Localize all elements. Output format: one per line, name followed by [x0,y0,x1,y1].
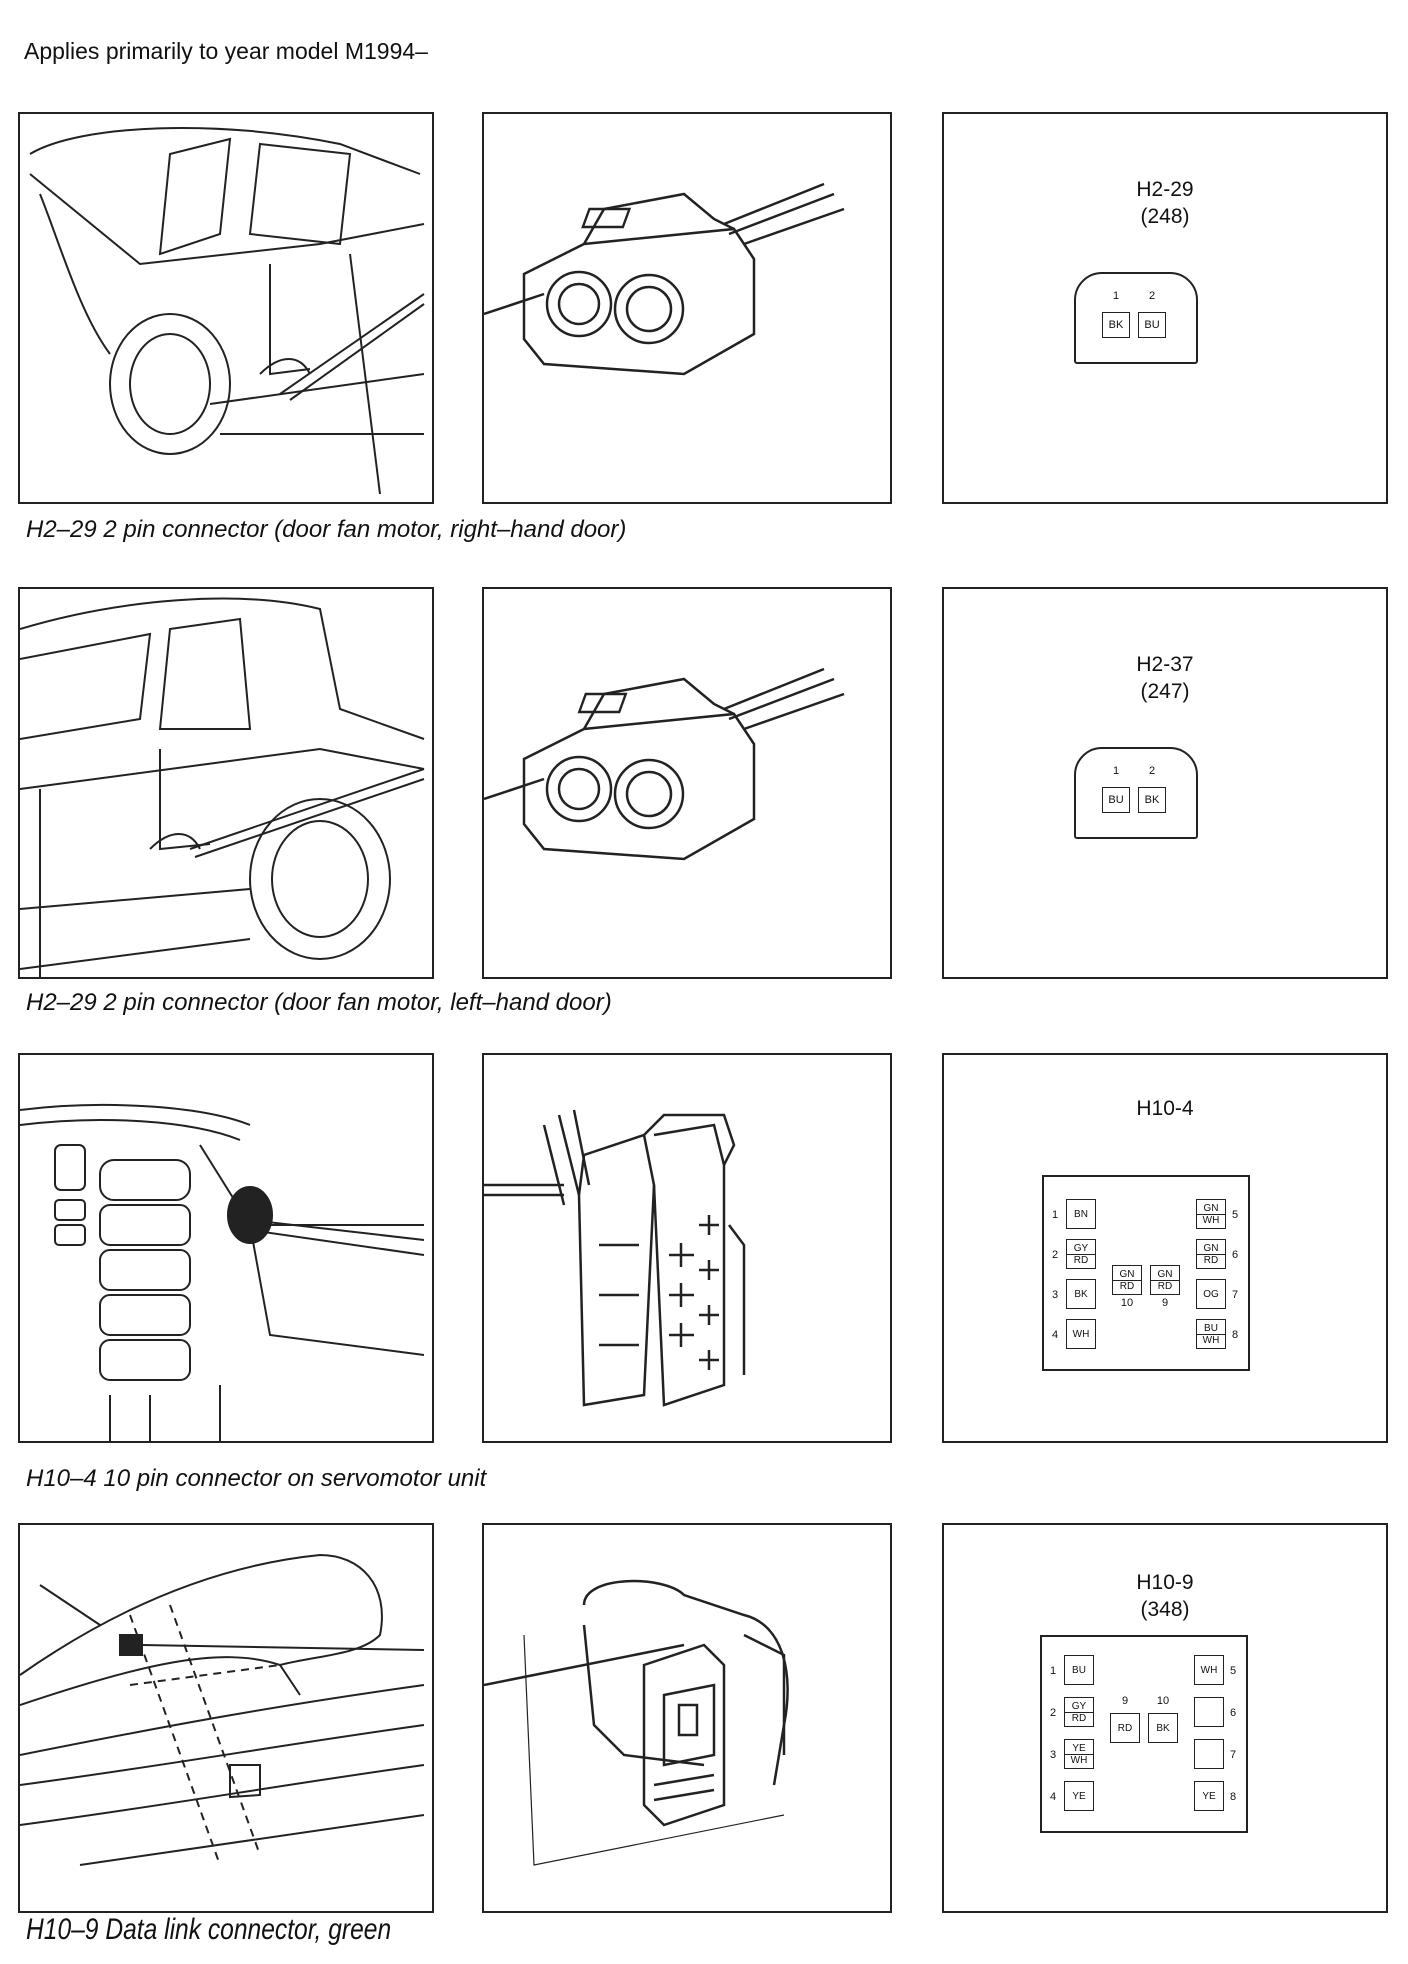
connector-code: (348) [1140,1598,1190,1621]
connector-illustration [482,1523,892,1913]
car-door-illustration [18,112,434,504]
pin-number: 5 [1229,1665,1237,1677]
pin-number: 1 [1112,290,1120,302]
pin-1: BK [1102,312,1130,338]
connector-face: 1 2 BU BK [1074,747,1198,839]
pin-number: 10 [1156,1695,1170,1707]
pin-number: 2 [1051,1249,1059,1261]
pin-number: 10 [1120,1297,1134,1309]
connector-code: (248) [1140,205,1190,228]
pin-2: BK [1138,787,1166,813]
pin-number: 9 [1161,1297,1169,1309]
pin-6 [1194,1697,1224,1727]
pin-2: BU [1138,312,1166,338]
section-caption: H10–9 Data link connector, green [26,1913,392,1946]
pin-number: 5 [1231,1209,1239,1221]
connector-illustration [482,1053,892,1443]
pin-8: YE [1194,1781,1224,1811]
pin-1: BU [1102,787,1130,813]
connector-face: 1 2 BK BU [1074,272,1198,364]
pin-number: 2 [1049,1707,1057,1719]
connector-id: H10-9 [1136,1571,1194,1594]
pin-7: OG [1196,1279,1226,1309]
pin-1: BU [1064,1655,1094,1685]
pin-number: 3 [1051,1289,1059,1301]
pin-number: 7 [1229,1749,1237,1761]
pin-number: 4 [1051,1329,1059,1341]
pinout-diagram: H2-29 (248) 1 2 BK BU [942,112,1388,504]
section-caption: H2–29 2 pin connector (door fan motor, l… [26,989,612,1016]
car-door-illustration [18,587,434,979]
section-caption: H2–29 2 pin connector (door fan motor, r… [26,516,627,543]
pin-number: 1 [1051,1209,1059,1221]
connector-code: (247) [1140,680,1190,703]
section-caption: H10–4 10 pin connector on servomotor uni… [26,1465,487,1492]
pin-1: BN [1066,1199,1096,1229]
pin-9: RD [1110,1713,1140,1743]
pin-number: 6 [1229,1707,1237,1719]
pin-number: 1 [1049,1665,1057,1677]
pin-5: WH [1194,1655,1224,1685]
pinout-diagram: H2-37 (247) 1 2 BU BK [942,587,1388,979]
pin-number: 3 [1049,1749,1057,1761]
connector-id: H10-4 [1136,1097,1194,1120]
pin-3: BK [1066,1279,1096,1309]
pin-number: 7 [1231,1289,1239,1301]
connector-illustration [482,587,892,979]
seat-illustration [18,1523,434,1913]
pin-number: 8 [1229,1791,1237,1803]
pin-4: YE [1064,1781,1094,1811]
pin-number: 6 [1231,1249,1239,1261]
pin-number: 2 [1148,290,1156,302]
pin-7 [1194,1739,1224,1769]
pin-10: BK [1148,1713,1178,1743]
dashboard-illustration [18,1053,434,1443]
pin-number: 2 [1148,765,1156,777]
connector-id: H2-37 [1136,653,1194,676]
connector-id: H2-29 [1136,178,1194,201]
pin-number: 1 [1112,765,1120,777]
pin-4: WH [1066,1319,1096,1349]
pin-number: 8 [1231,1329,1239,1341]
pin-number: 9 [1121,1695,1129,1707]
connector-illustration [482,112,892,504]
pin-number: 4 [1049,1791,1057,1803]
page-header: Applies primarily to year model M1994– [24,38,428,64]
